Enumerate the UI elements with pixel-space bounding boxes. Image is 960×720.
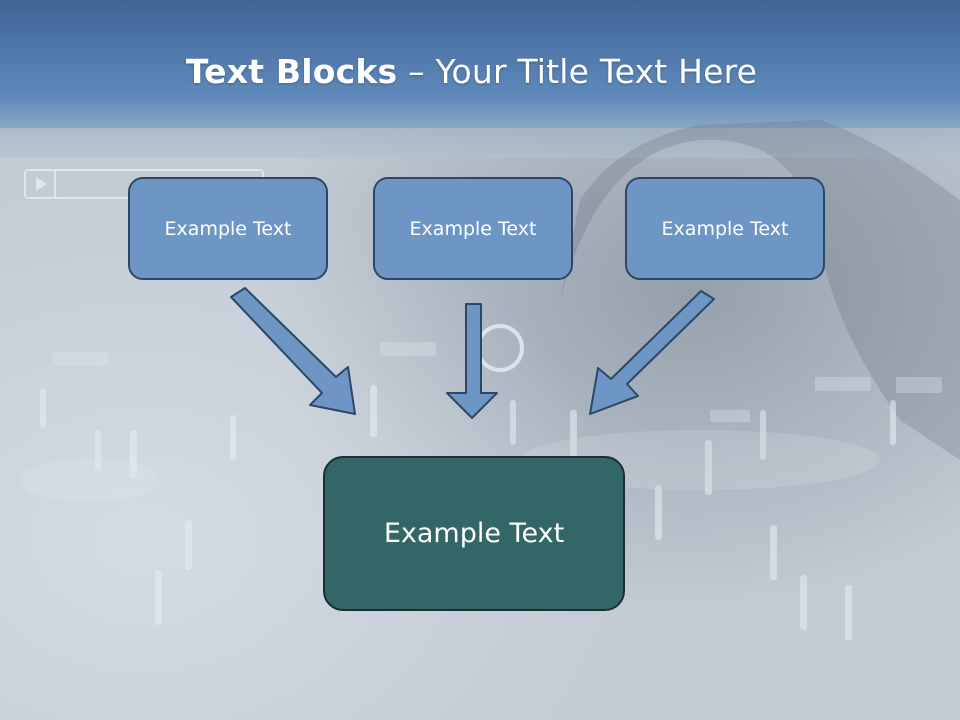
text-block-center[interactable]: Example Text: [323, 456, 625, 611]
text-block-left[interactable]: Example Text: [128, 177, 328, 280]
text-block-middle[interactable]: Example Text: [373, 177, 573, 280]
title-bold: Text Blocks: [185, 52, 398, 91]
slide-title: Text Blocks – Your Title Text Here: [0, 52, 943, 91]
arrow-down-icon: [446, 303, 498, 419]
arrow-down-left-icon: [589, 290, 715, 415]
text-block-right[interactable]: Example Text: [625, 177, 825, 280]
arrow-down-right-icon: [230, 287, 356, 415]
title-rest: Your Title Text Here: [435, 52, 758, 91]
title-dash: –: [397, 52, 436, 91]
